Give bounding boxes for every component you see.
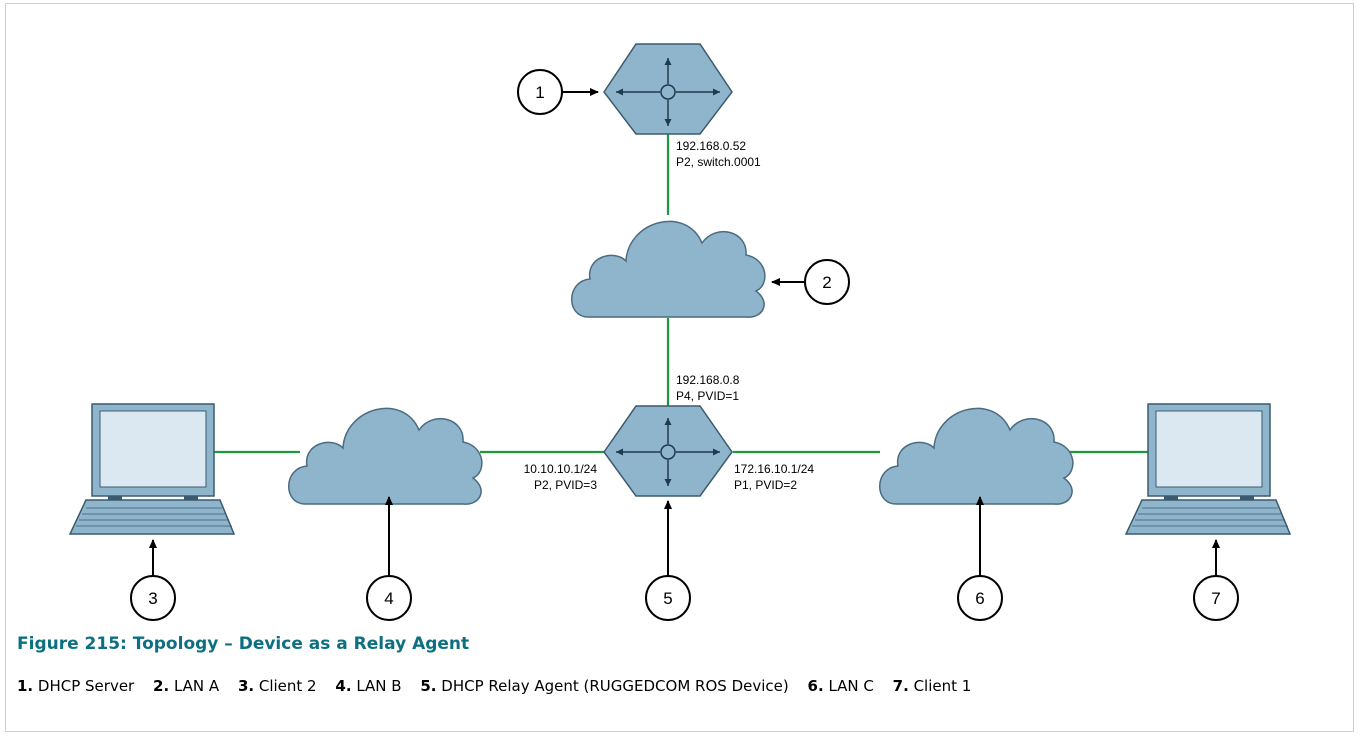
lan-c-cloud-icon (878, 407, 1074, 505)
legend-item: 2. LAN A (153, 677, 220, 695)
callout-arrows (149, 88, 1220, 576)
svg-text:2: 2 (822, 273, 831, 292)
callout-3: 3 (130, 575, 176, 621)
client-1-laptop-icon (1124, 403, 1292, 535)
legend-item: 3. Client 2 (237, 677, 317, 695)
callout-4: 4 (366, 575, 412, 621)
relay-up-port-label: P4, PVID=1 (676, 389, 739, 403)
dhcp-server-router-icon (603, 43, 733, 135)
svg-text:5: 5 (663, 589, 672, 608)
legend-item: 7. Client 1 (892, 677, 972, 695)
svg-text:6: 6 (975, 589, 984, 608)
callout-5: 5 (645, 575, 691, 621)
lan-b-cloud-icon (287, 407, 483, 505)
lan-a-cloud-icon (570, 220, 766, 318)
relay-agent-router-icon (603, 405, 733, 497)
relay-right-port-label: P1, PVID=2 (734, 478, 797, 492)
figure-title: Figure 215: Topology – Device as a Relay… (17, 634, 470, 654)
svg-text:3: 3 (148, 589, 157, 608)
figure-frame (5, 3, 1354, 732)
network-links (214, 132, 1150, 454)
svg-text:7: 7 (1211, 589, 1220, 608)
callout-7: 7 (1193, 575, 1239, 621)
relay-left-ip-label: 10.10.10.1/24 (524, 462, 598, 476)
relay-up-ip-label: 192.168.0.8 (676, 373, 740, 387)
relay-left-port-label: P2, PVID=3 (534, 478, 597, 492)
callout-2: 2 (804, 259, 850, 305)
legend-item: 1. DHCP Server (17, 677, 135, 695)
svg-text:1: 1 (535, 83, 544, 102)
server-port-label: P2, switch.0001 (676, 155, 761, 169)
legend-item: 4. LAN B (335, 677, 402, 695)
figure-legend: 1. DHCP Server 2. LAN A 3. Client 2 4. L… (17, 677, 985, 695)
relay-right-ip-label: 172.16.10.1/24 (734, 462, 814, 476)
svg-text:4: 4 (384, 589, 393, 608)
client-2-laptop-icon (68, 403, 236, 535)
legend-item: 6. LAN C (807, 677, 874, 695)
callout-1: 1 (517, 69, 563, 115)
legend-item: 5. DHCP Relay Agent (RUGGEDCOM ROS Devic… (420, 677, 789, 695)
callout-6: 6 (957, 575, 1003, 621)
topology-diagram: 1 2 3 4 5 6 7 192.168.0.52 P2, switch.00… (68, 43, 1292, 621)
server-ip-label: 192.168.0.52 (676, 139, 746, 153)
